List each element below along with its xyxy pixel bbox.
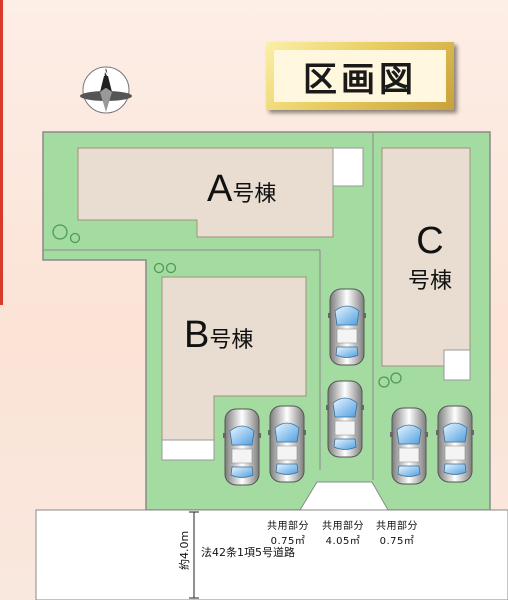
house-a-porch: [332, 147, 364, 187]
tree-icons: [52, 224, 402, 388]
road-width-dimension: [189, 511, 199, 599]
car-icon: [222, 408, 262, 486]
shared-area-label: 共用部分 4.05㎡: [322, 521, 364, 547]
house-b-porch: [161, 439, 215, 461]
car-icon: [327, 288, 367, 366]
title-plate: 区画図: [266, 42, 454, 110]
car-icon: [267, 405, 307, 483]
road-width-label: 約4.0m: [178, 530, 191, 570]
house-c-porch: [443, 349, 471, 381]
page-edge-marker: [0, 0, 3, 305]
car-icon: [325, 380, 365, 458]
car-icon: [435, 405, 475, 483]
page-title: 区画図: [274, 50, 446, 102]
house-a-label: A号棟: [207, 168, 277, 210]
shared-area-label: 共用部分 0.75㎡: [267, 521, 309, 547]
house-c: [381, 147, 471, 367]
svg-text:N: N: [102, 69, 110, 79]
house-c-label: C 号棟: [407, 220, 452, 294]
house-b-label: B号棟: [184, 314, 254, 356]
shared-area-label: 共用部分 0.75㎡: [376, 521, 418, 547]
road: [35, 509, 508, 600]
north-arrow-icon: N: [80, 66, 132, 114]
car-icon: [389, 407, 429, 485]
road-name: 法42条1項5号道路: [201, 546, 295, 559]
